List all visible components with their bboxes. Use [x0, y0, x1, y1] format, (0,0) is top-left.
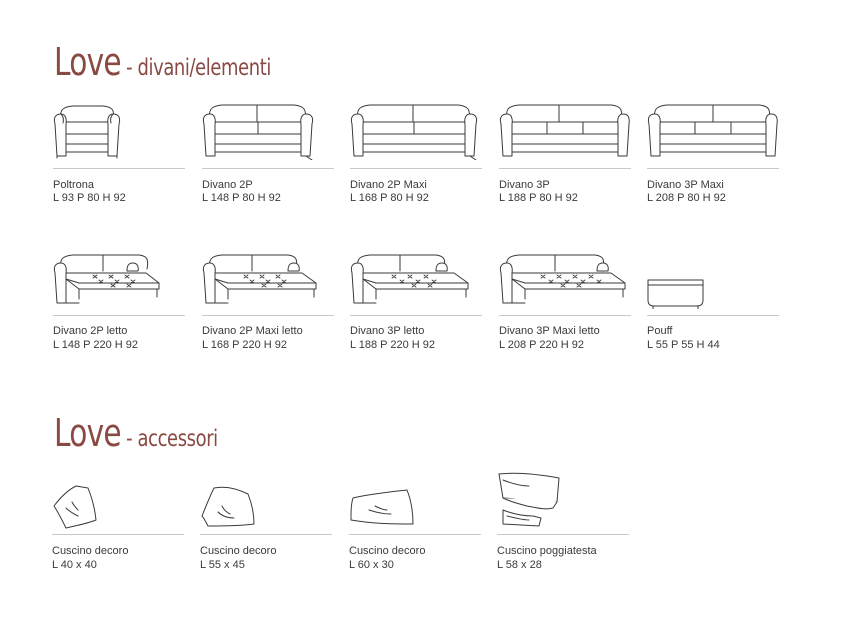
cushion-icon — [350, 489, 414, 525]
product-name: Poltrona — [53, 179, 94, 191]
divider — [497, 534, 629, 535]
product-divano-2p-letto: Divano 2P letto L 148 P 220 H 92 — [53, 245, 185, 360]
product-name: Divano 3P — [499, 179, 550, 191]
tuft-pattern — [391, 274, 437, 288]
product-pouff: Pouff L 55 P 55 H 44 — [647, 245, 779, 360]
sofa-bed-icon — [53, 254, 160, 304]
sofa-bed-icon — [350, 254, 469, 304]
product-divano-2p-maxi-letto: Divano 2P Maxi letto L 168 P 220 H 92 — [202, 245, 334, 360]
product-divano-3p: Divano 3P L 188 P 80 H 92 — [499, 95, 631, 210]
divider — [52, 534, 184, 535]
accessory-dimensions: L 60 x 30 — [349, 559, 394, 571]
product-name: Divano 2P Maxi letto — [202, 325, 303, 337]
cushion-icon — [53, 485, 97, 529]
product-divano-3p-maxi: Divano 3P Maxi L 208 P 80 H 92 — [647, 95, 779, 210]
accessory-name: Cuscino poggiatesta — [497, 545, 597, 557]
divider — [647, 168, 779, 169]
divider — [53, 315, 185, 316]
sofa-icon — [202, 104, 314, 160]
product-name: Divano 2P Maxi — [350, 179, 427, 191]
accessory-cuscino-poggiatesta: Cuscino poggiatesta L 58 x 28 — [497, 468, 629, 578]
accessory-name: Cuscino decoro — [200, 545, 277, 557]
product-dimensions: L 93 P 80 H 92 — [53, 192, 126, 204]
product-dimensions: L 168 P 80 H 92 — [350, 192, 429, 204]
product-divano-3p-letto: Divano 3P letto L 188 P 220 H 92 — [350, 245, 482, 360]
product-divano-2p: Divano 2P L 148 P 80 H 92 — [202, 95, 334, 210]
divider — [350, 168, 482, 169]
armchair-icon — [53, 105, 121, 159]
tuft-pattern — [92, 274, 136, 288]
pouf-icon — [647, 279, 704, 309]
product-dimensions: L 188 P 80 H 92 — [499, 192, 578, 204]
product-dimensions: L 168 P 220 H 92 — [202, 339, 288, 351]
product-dimensions: L 188 P 220 H 92 — [350, 339, 436, 351]
product-name: Divano 2P — [202, 179, 253, 191]
accessory-dimensions: L 58 x 28 — [497, 559, 542, 571]
sofa-icon — [647, 104, 778, 157]
divider — [202, 168, 334, 169]
divider — [349, 534, 481, 535]
sofa-icon — [499, 104, 630, 157]
product-dimensions: L 148 P 80 H 92 — [202, 192, 281, 204]
divider — [200, 534, 332, 535]
accessory-dimensions: L 55 x 45 — [200, 559, 245, 571]
product-dimensions: L 208 P 220 H 92 — [499, 339, 585, 351]
divider — [350, 315, 482, 316]
tuft-pattern — [243, 274, 287, 288]
product-poltrona: Poltrona L 93 P 80 H 92 — [53, 95, 185, 210]
product-name: Divano 2P letto — [53, 325, 128, 337]
divider — [202, 315, 334, 316]
tuft-pattern — [540, 274, 602, 288]
sofa-bed-icon — [202, 254, 317, 304]
accessory-name: Cuscino decoro — [52, 545, 129, 557]
section-title-elements: Love - divani/elementi — [54, 40, 271, 84]
accessory-dimensions: L 40 x 40 — [52, 559, 97, 571]
product-name: Divano 3P Maxi letto — [499, 325, 600, 337]
divider — [647, 315, 779, 316]
accessory-cuscino-decoro-40: Cuscino decoro L 40 x 40 — [52, 468, 184, 578]
divider — [53, 168, 185, 169]
product-name: Pouff — [647, 325, 673, 337]
divider — [499, 315, 631, 316]
sofa-icon — [350, 104, 478, 160]
product-divano-2p-maxi: Divano 2P Maxi L 168 P 80 H 92 — [350, 95, 482, 210]
product-divano-3p-maxi-letto: Divano 3P Maxi letto L 208 P 220 H 92 — [499, 245, 631, 360]
accessory-name: Cuscino decoro — [349, 545, 426, 557]
accessory-cuscino-decoro-60: Cuscino decoro L 60 x 30 — [349, 468, 481, 578]
section-title-accessories: Love - accessori — [54, 411, 218, 455]
product-dimensions: L 208 P 80 H 92 — [647, 192, 726, 204]
product-name: Divano 3P Maxi — [647, 179, 724, 191]
accessory-cuscino-decoro-55: Cuscino decoro L 55 x 45 — [200, 468, 332, 578]
divider — [499, 168, 631, 169]
headrest-cushion-icon — [498, 472, 560, 527]
cushion-icon — [201, 486, 255, 527]
product-name: Divano 3P letto — [350, 325, 425, 337]
product-dimensions: L 55 P 55 H 44 — [647, 339, 720, 351]
product-dimensions: L 148 P 220 H 92 — [53, 339, 139, 351]
sofa-bed-icon — [499, 254, 626, 304]
